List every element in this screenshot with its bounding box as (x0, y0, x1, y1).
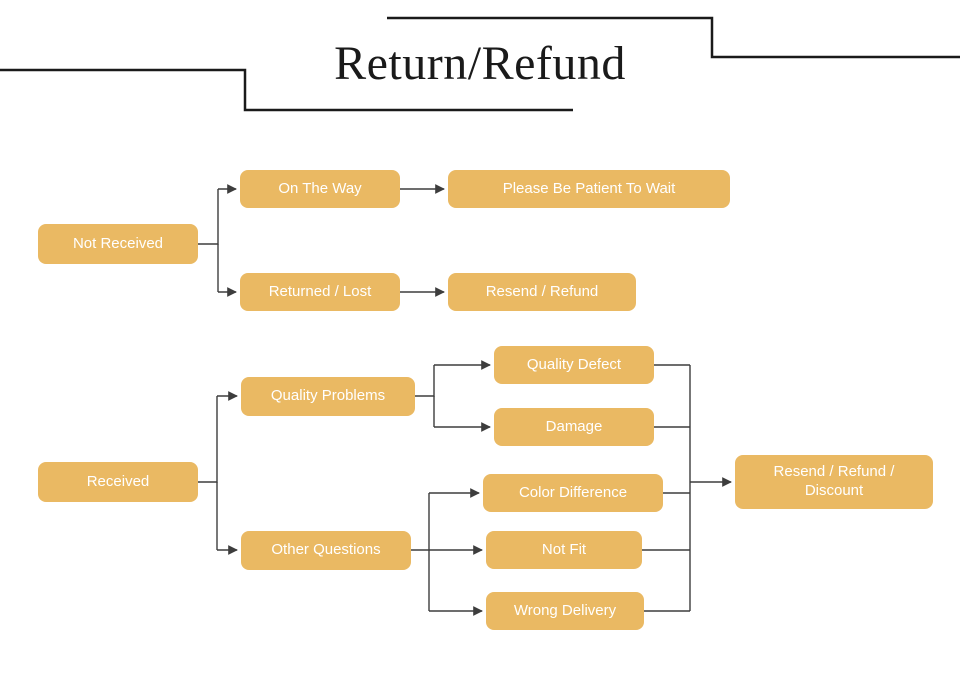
node-please-be-patient-to-wait[interactable]: Please Be Patient To Wait (448, 170, 730, 208)
node-resend-refund-discount[interactable]: Resend / Refund / Discount (735, 455, 933, 509)
line-not-received-trunk (198, 189, 219, 245)
node-quality-defect[interactable]: Quality Defect (494, 346, 654, 384)
line-other-split (411, 493, 430, 551)
node-received[interactable]: Received (38, 462, 198, 502)
node-color-difference[interactable]: Color Difference (483, 474, 663, 512)
line-quality-split (415, 365, 435, 397)
node-returned-lost[interactable]: Returned / Lost (240, 273, 400, 311)
node-resend-refund[interactable]: Resend / Refund (448, 273, 636, 311)
node-wrong-delivery[interactable]: Wrong Delivery (486, 592, 644, 630)
title-frame-decoration (0, 16, 960, 112)
line-received-trunk (198, 396, 218, 483)
connector-lines (198, 184, 732, 616)
node-not-fit[interactable]: Not Fit (486, 531, 642, 569)
page-title: Return/Refund (334, 37, 626, 90)
node-other-questions[interactable]: Other Questions (241, 531, 411, 570)
node-not-received[interactable]: Not Received (38, 224, 198, 264)
node-damage[interactable]: Damage (494, 408, 654, 446)
node-on-the-way[interactable]: On The Way (240, 170, 400, 208)
node-quality-problems[interactable]: Quality Problems (241, 377, 415, 416)
